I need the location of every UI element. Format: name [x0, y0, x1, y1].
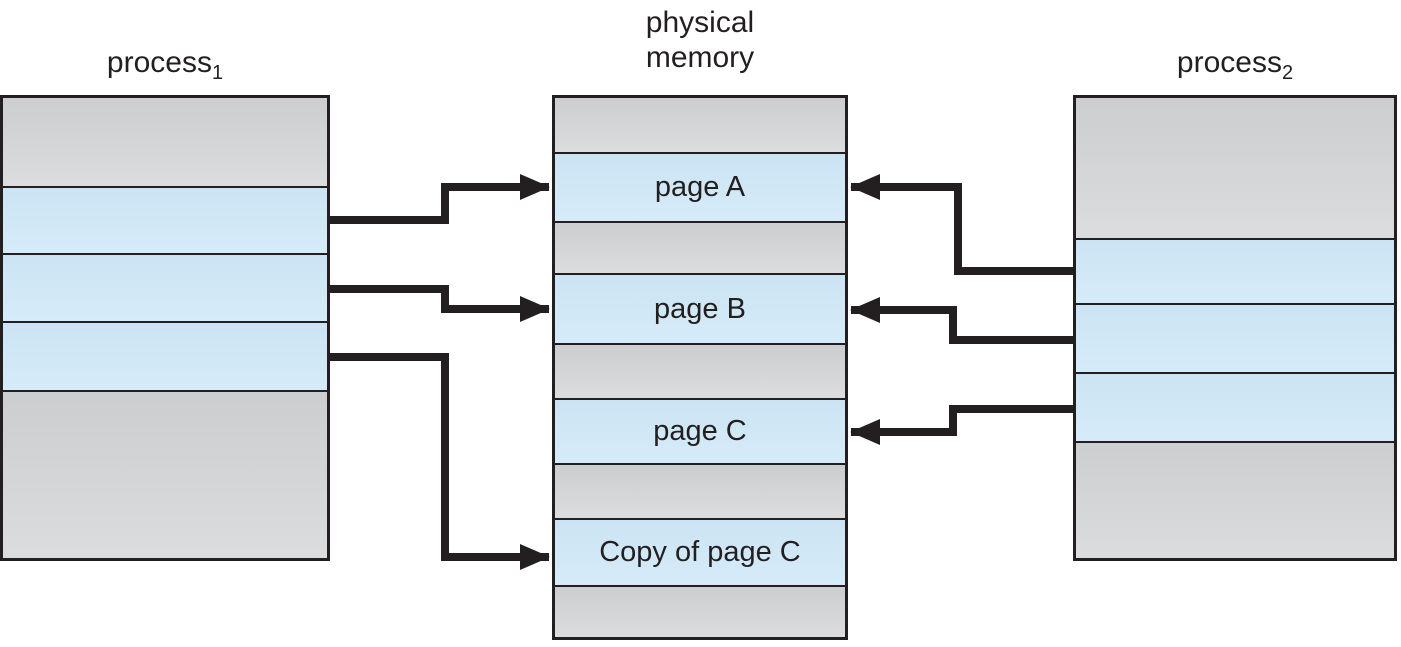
memory-free-frame-2 [555, 221, 845, 273]
process1-page-slot-2 [3, 253, 327, 321]
memory-frame-page-a: page A [555, 152, 845, 221]
arrow-process1-to-copy-of-page-c [330, 353, 550, 570]
process1-title: process1 [15, 45, 315, 91]
physical-memory-title: physical memory [550, 5, 850, 75]
memory-free-frame-4 [555, 463, 845, 518]
process1-title-text: process [106, 46, 212, 79]
memory-free-frame-3 [555, 343, 845, 398]
memory-frame-page-b: page B [555, 273, 845, 343]
memory-frame-page-c: page C [555, 398, 845, 463]
arrow-process1-to-page-b [330, 285, 550, 322]
memory-free-frame-1 [555, 98, 845, 152]
copy-of-page-c-label: Copy of page C [599, 536, 801, 568]
process2-box [1073, 95, 1397, 561]
process2-segment-unshared-bottom [1076, 441, 1394, 558]
arrow-process2-to-page-b [850, 297, 1073, 344]
process2-page-slot-1 [1076, 238, 1394, 303]
physical-memory-title-line1: physical [645, 6, 755, 39]
process1-box [0, 95, 330, 561]
arrow-process2-to-page-c [850, 405, 1073, 445]
memory-free-frame-5 [555, 585, 845, 637]
process2-title: process2 [1085, 45, 1385, 91]
process1-segment-unshared-bottom [3, 390, 327, 558]
process2-segment-unshared-top [1076, 98, 1394, 238]
page-c-label: page C [653, 415, 747, 447]
process2-title-subscript: 2 [1281, 62, 1294, 84]
process1-page-slot-1 [3, 186, 327, 253]
arrow-process1-to-page-a [330, 174, 550, 224]
page-b-label: page B [654, 292, 746, 325]
process2-title-text: process [1176, 46, 1282, 79]
physical-memory-box: page A page B page C Copy of page C [552, 95, 848, 640]
process2-page-slot-2 [1076, 303, 1394, 372]
process2-page-slot-3 [1076, 372, 1394, 441]
process1-segment-unshared-top [3, 98, 327, 186]
physical-memory-title-line2: memory [645, 41, 755, 74]
arrow-process2-to-page-a [850, 174, 1073, 275]
process1-title-subscript: 1 [211, 62, 224, 84]
page-a-label: page A [654, 171, 746, 203]
process1-page-slot-3 [3, 321, 327, 390]
memory-frame-copy-of-page-c: Copy of page C [555, 518, 845, 585]
